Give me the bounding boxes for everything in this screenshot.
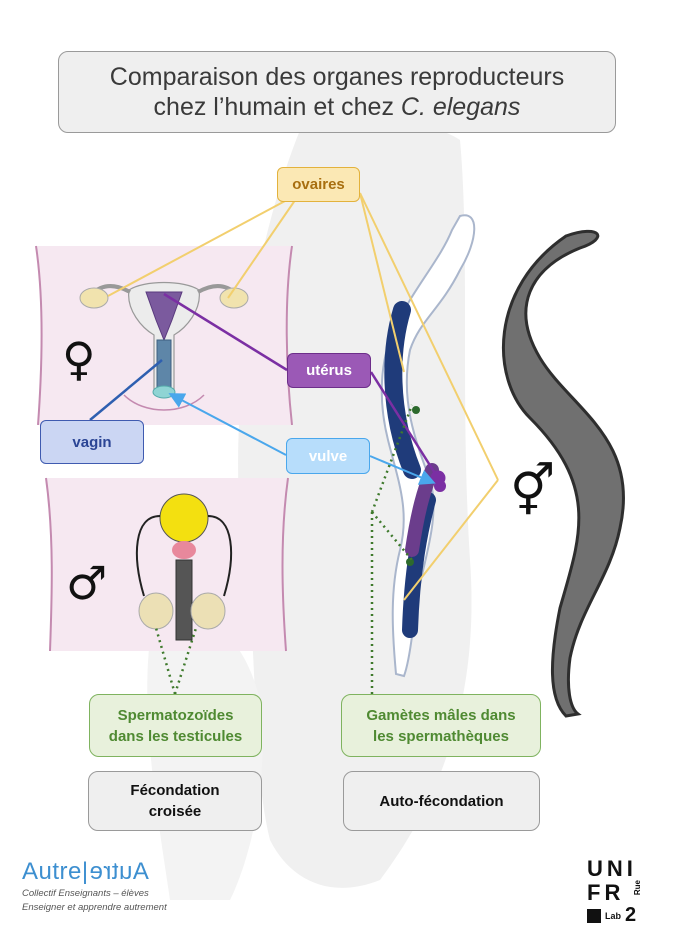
male-anatomy-panel <box>45 477 289 652</box>
unifr-square-icon <box>587 908 601 923</box>
autres-logo: Autre|Autre Collectif Enseignants – élèv… <box>22 858 167 914</box>
label-sperm-testicules-line2: dans les testicules <box>108 727 243 745</box>
logo-mirrored-word: Autre <box>88 858 149 885</box>
c-elegans-photo <box>501 229 626 718</box>
unifr-line-3-row: Lab 2 <box>587 904 647 927</box>
title-box: Comparaison des organes reproducteurs ch… <box>58 51 616 133</box>
logo-separator: | <box>81 858 89 885</box>
unifr-rue-lab-logo: UNI FR Rue Lab 2 <box>587 858 647 928</box>
title-species: C. elegans <box>400 93 521 121</box>
label-sperm-spermatheques: Gamètes mâles dans les spermathèques <box>341 694 541 757</box>
female-symbol: ♀ <box>62 332 96 386</box>
label-auto-fecondation: Auto-fécondation <box>343 771 540 831</box>
unifr-line-1: UNI <box>587 856 637 881</box>
unifr-number: 2 <box>625 904 637 926</box>
label-fecondation-line1: Fécondation <box>130 782 220 799</box>
logo-subtitle-1: Collectif Enseignants – élèves <box>22 888 149 899</box>
label-ovaires: ovaires <box>277 167 360 202</box>
label-sperm-spermatheques-line1: Gamètes mâles dans <box>366 706 516 724</box>
unifr-line-2-row: FR Rue <box>587 880 647 905</box>
label-uterus: utérus <box>287 353 371 388</box>
label-fecondation-croisee: Fécondation croisée <box>88 771 262 831</box>
label-sperm-testicules: Spermatozoïdes dans les testicules <box>89 694 262 757</box>
title-line-1: Comparaison des organes reproducteurs <box>109 63 565 91</box>
unifr-line-2: FR <box>587 880 625 905</box>
label-vulve: vulve <box>286 438 370 474</box>
title-line-2-text: chez l’humain et chez <box>153 93 401 121</box>
male-symbol: ♂ <box>66 556 108 610</box>
label-sperm-spermatheques-line2: les spermathèques <box>373 727 509 745</box>
label-fecondation-line2: croisée <box>148 803 202 820</box>
unifr-lab-text: Lab <box>605 910 622 921</box>
label-sperm-testicules-line1: Spermatozoïdes <box>117 706 234 724</box>
logo-word: Autre <box>22 858 82 885</box>
label-vagin: vagin <box>40 420 144 464</box>
logo-subtitle-2: Enseigner et apprendre autrement <box>22 901 167 913</box>
unifr-rue-text: Rue <box>633 880 642 896</box>
title-line-2: chez l’humain et chez C. elegans <box>154 92 521 122</box>
autres-logo-text: Autre|Autre <box>22 858 167 886</box>
hermaphrodite-symbol: ⚥ <box>510 462 556 520</box>
